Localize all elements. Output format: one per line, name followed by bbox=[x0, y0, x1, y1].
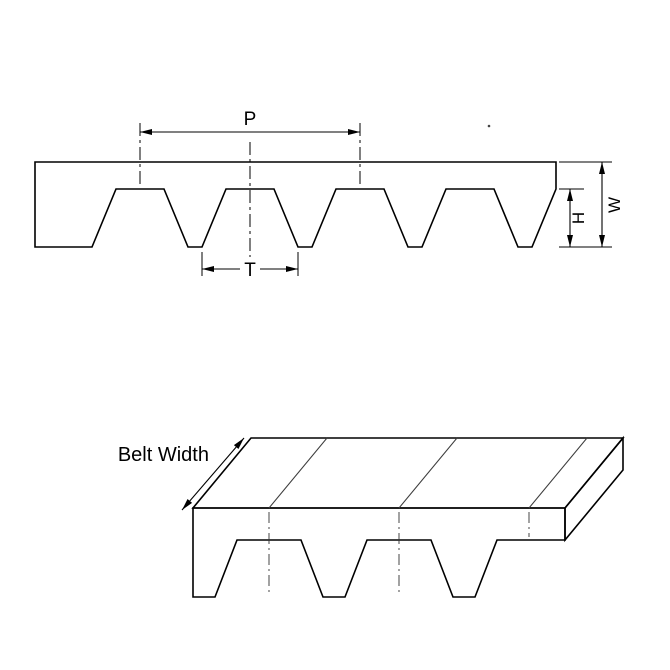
small-dot bbox=[487, 124, 491, 128]
tooth-width-dimension: T bbox=[201, 252, 299, 281]
belt-profile bbox=[34, 161, 557, 248]
top-seam-line bbox=[268, 437, 328, 509]
top-seam-line bbox=[528, 437, 588, 509]
tooth-width-label: T bbox=[244, 260, 256, 281]
belt-thickness-dimension: W bbox=[559, 161, 624, 248]
tooth-height-label: H bbox=[569, 212, 588, 224]
belt-front-face bbox=[192, 507, 566, 598]
pitch-dimension: P bbox=[140, 109, 360, 135]
top-seam-line bbox=[398, 437, 458, 509]
belt-width-label: Belt Width bbox=[118, 444, 209, 466]
pitch-label: P bbox=[244, 109, 257, 130]
belt-thickness-label: W bbox=[605, 197, 624, 213]
tooth-height-dimension: H bbox=[559, 188, 588, 247]
belt-cross-section: P T H W bbox=[34, 109, 624, 281]
belt-3d-view: Belt Width bbox=[118, 435, 625, 598]
belt-width-arrow bbox=[181, 437, 245, 511]
